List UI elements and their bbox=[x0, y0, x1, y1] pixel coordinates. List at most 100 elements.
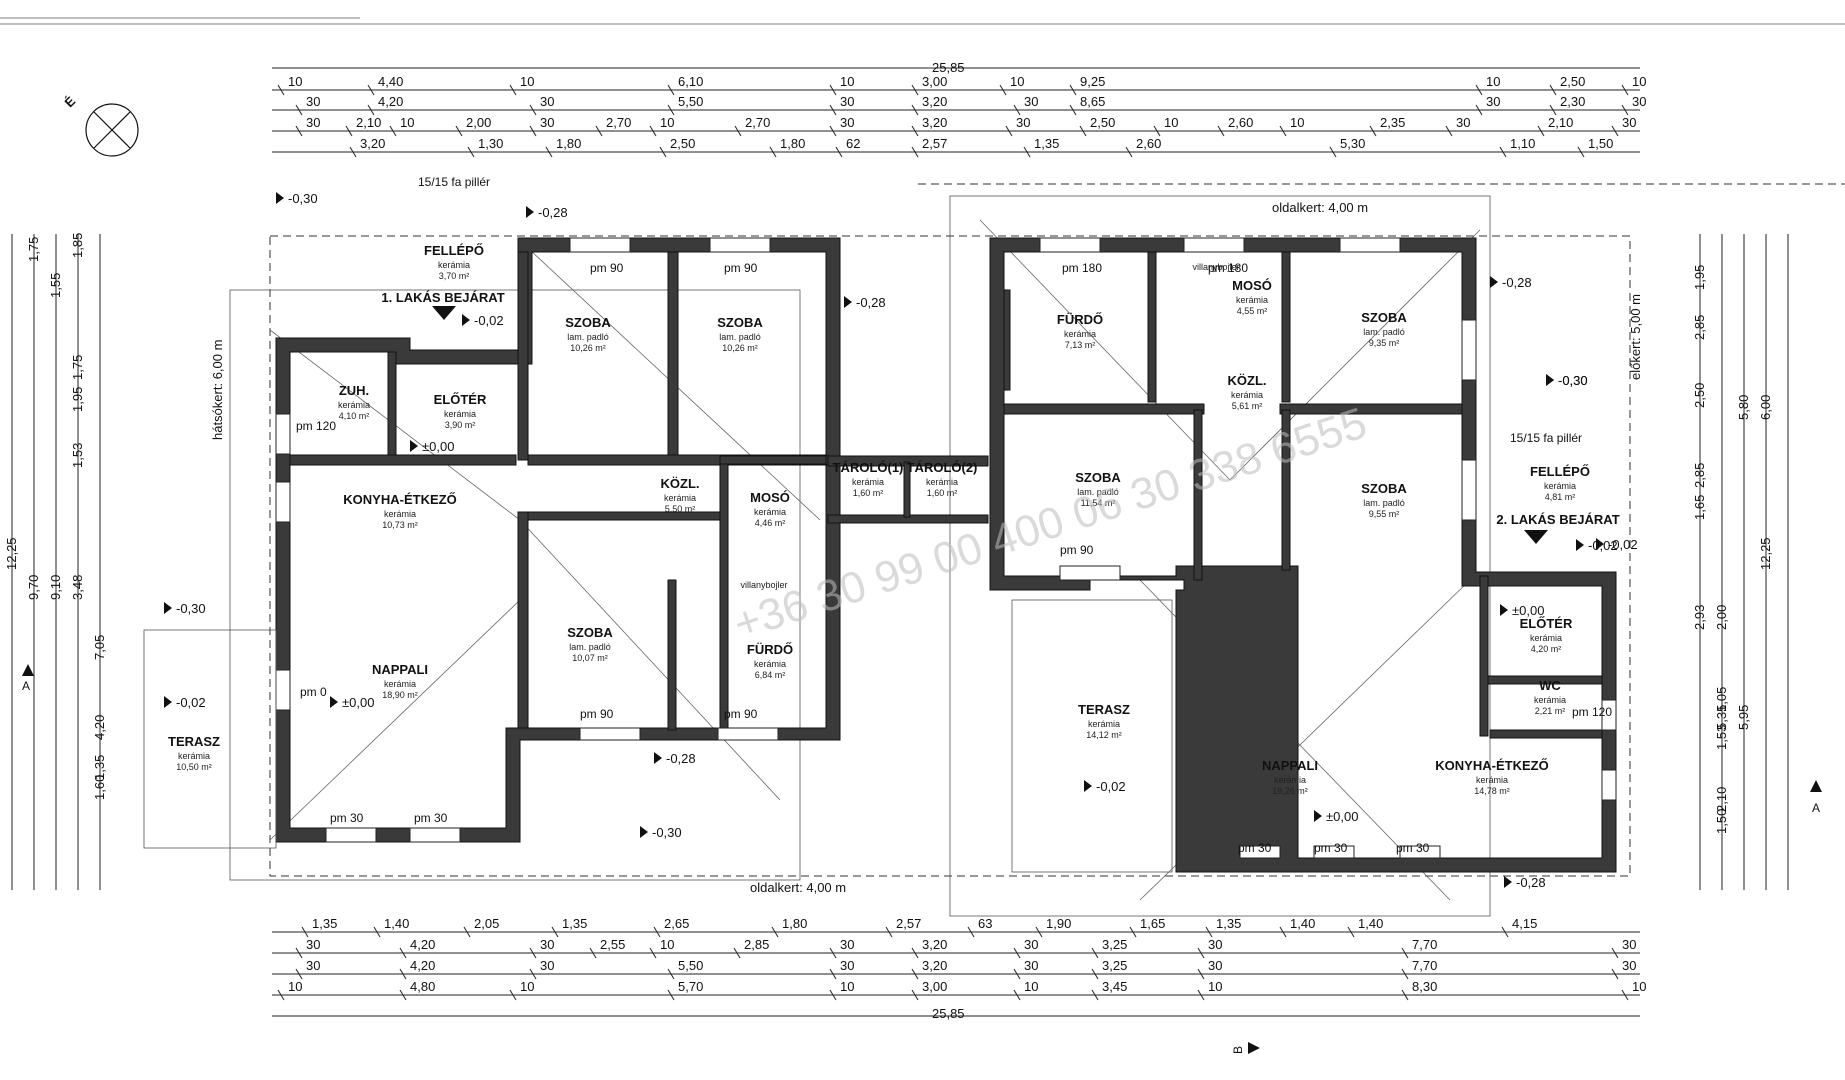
dim-value: 30 bbox=[1024, 94, 1038, 109]
dim-value: 2,35 bbox=[1380, 115, 1405, 130]
backgarden: hátsókert: 6,00 m bbox=[210, 340, 225, 440]
section-marker-a-left: A bbox=[22, 664, 34, 693]
level-marker: ±0,00 bbox=[330, 695, 374, 710]
room-area: 2,21 m² bbox=[1535, 706, 1566, 716]
left-dim-value: 1,35 bbox=[92, 755, 107, 780]
dim-value: 63 bbox=[978, 916, 992, 931]
room-floor: kerámia bbox=[1476, 775, 1508, 785]
dim-tick bbox=[1013, 947, 1021, 959]
level-icon bbox=[410, 440, 418, 452]
left-mid-dim-1: 9,10 bbox=[48, 575, 63, 600]
dim-tick bbox=[1577, 146, 1585, 158]
dim-value: 1,50 bbox=[1588, 136, 1613, 151]
room-name: MOSÓ bbox=[750, 490, 790, 505]
room-area: 10,26 m² bbox=[722, 343, 758, 353]
room-name: SZOBA bbox=[717, 315, 763, 330]
dim-value: 30 bbox=[840, 94, 854, 109]
dim-value: 2,85 bbox=[744, 937, 769, 952]
dim-value: 4,80 bbox=[410, 979, 435, 994]
dim-tick bbox=[301, 926, 309, 938]
dim-value: 7,70 bbox=[1412, 958, 1437, 973]
dim-value: 4,20 bbox=[410, 937, 435, 952]
level-value: -0,28 bbox=[1516, 875, 1546, 890]
level-value: ±0,00 bbox=[1512, 603, 1544, 618]
dim-tick bbox=[399, 947, 407, 959]
dim-value: 3,20 bbox=[922, 937, 947, 952]
dim-tick bbox=[529, 968, 537, 980]
dim-value: 1,40 bbox=[384, 916, 409, 931]
room-floor: lam. padló bbox=[1363, 498, 1405, 508]
dim-tick bbox=[1499, 146, 1507, 158]
room-name: FÜRDŐ bbox=[747, 642, 793, 657]
dim-tick bbox=[659, 146, 667, 158]
room-area: 4,46 m² bbox=[755, 518, 786, 528]
dim-tick bbox=[1611, 125, 1619, 137]
dim-tick bbox=[399, 968, 407, 980]
level-icon bbox=[1500, 604, 1508, 616]
level-marker: -0,02 bbox=[1596, 537, 1638, 552]
level-marker: -0,28 bbox=[1504, 875, 1546, 890]
dim-value: 10 bbox=[288, 979, 302, 994]
dim-tick bbox=[463, 926, 471, 938]
dim-value: 30 bbox=[1016, 115, 1030, 130]
dim-tick bbox=[1197, 989, 1205, 1001]
dim-tick bbox=[653, 926, 661, 938]
dim-value: 1,40 bbox=[1290, 916, 1315, 931]
pillar-1-label: 15/15 fa pillér bbox=[418, 175, 490, 189]
room-name: SZOBA bbox=[567, 625, 613, 640]
entrance-1-label: 1. LAKÁS BEJÁRAT bbox=[381, 290, 504, 305]
dim-tick bbox=[455, 125, 463, 137]
right-dim-value: 1,50 bbox=[1714, 809, 1729, 834]
level-value: -0,30 bbox=[1558, 373, 1588, 388]
right-dim-value: 2,85 bbox=[1692, 315, 1707, 340]
apartment-2 bbox=[989, 237, 1617, 873]
level-value: -0,02 bbox=[1588, 538, 1618, 553]
room-floor: kerámia bbox=[852, 477, 884, 487]
level-icon bbox=[1084, 780, 1092, 792]
room-name: SZOBA bbox=[565, 315, 611, 330]
dim-tick bbox=[1475, 104, 1483, 116]
dim-tick bbox=[1621, 989, 1629, 1001]
level-marker: ±0,00 bbox=[1500, 603, 1544, 618]
dim-tick bbox=[1069, 104, 1077, 116]
room-floor: lam. padló bbox=[1077, 487, 1119, 497]
dim-value: 1,30 bbox=[478, 136, 503, 151]
dim-value: 62 bbox=[846, 136, 860, 151]
dim-tick bbox=[1023, 146, 1031, 158]
dim-tick bbox=[399, 989, 407, 1001]
dim-value: 30 bbox=[1632, 94, 1646, 109]
dim-tick bbox=[829, 989, 837, 1001]
right-dim-value: 2,10 bbox=[1714, 787, 1729, 812]
level-marker: -0,30 bbox=[164, 601, 206, 616]
room-floor: lam. padló bbox=[569, 642, 611, 652]
room-floor: kerámia bbox=[384, 509, 416, 519]
dim-tick bbox=[911, 968, 919, 980]
level-marker: -0,02 bbox=[1576, 538, 1618, 553]
right-outer-dim: 12,25 bbox=[1758, 537, 1773, 570]
dim-tick bbox=[911, 125, 919, 137]
room-floor: kerámia bbox=[1088, 719, 1120, 729]
dim-tick bbox=[1445, 125, 1453, 137]
dim-tick bbox=[295, 125, 303, 137]
dim-tick bbox=[911, 104, 919, 116]
right-dimensions: 12,25 5,80 6,00 5,35 5,95 1,952,852,502,… bbox=[1692, 234, 1789, 890]
level-marker: -0,28 bbox=[1490, 275, 1532, 290]
dim-tick bbox=[1369, 125, 1377, 137]
dim-tick bbox=[1329, 146, 1337, 158]
room-floor: kerámia bbox=[754, 659, 786, 669]
level-value: -0,28 bbox=[856, 295, 886, 310]
dim-tick bbox=[829, 968, 837, 980]
level-marker: -0,30 bbox=[1546, 373, 1588, 388]
left-dimensions: 12,25 9,70 9,10 1,751,551,851,751,951,53… bbox=[4, 233, 107, 890]
right-mid-dim-1: 6,00 bbox=[1758, 395, 1773, 420]
